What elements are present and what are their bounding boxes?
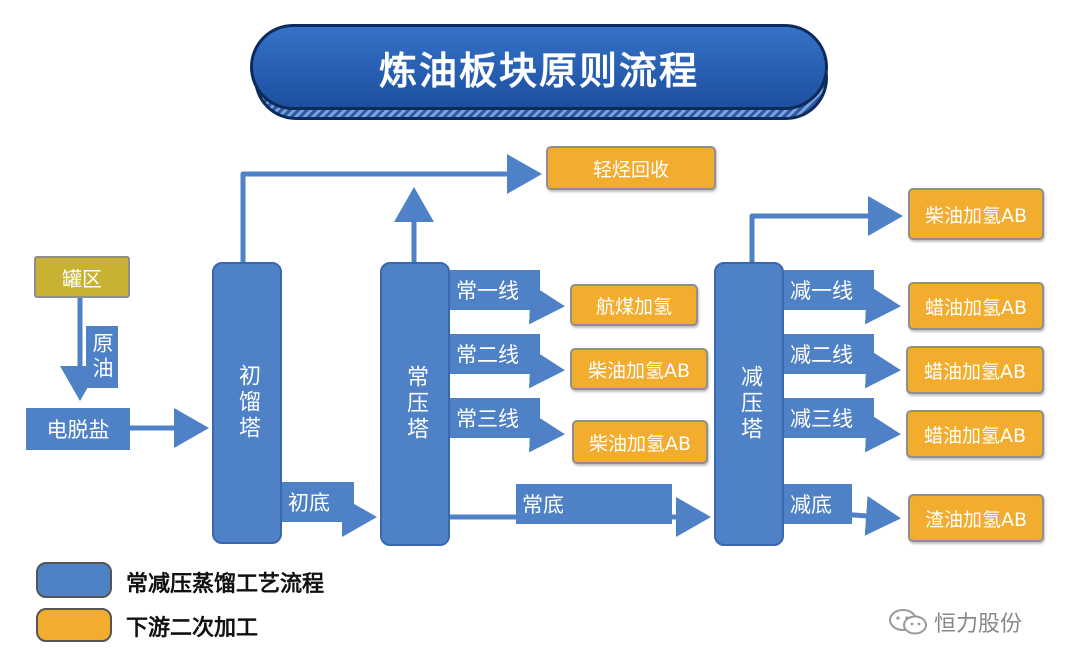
vac-line2-stream: 减二线 — [784, 334, 874, 374]
atm-line3-stream: 常三线 — [450, 398, 540, 438]
diesel-hydro-unit-b: 柴油加氢AB — [572, 420, 708, 464]
atm-line2-stream: 常二线 — [450, 334, 540, 374]
atmospheric-tower: 常压塔 — [380, 262, 450, 546]
light-hc-recovery-unit: 轻烃回收 — [546, 146, 716, 190]
residue-hydro-unit: 渣油加氢AB — [908, 494, 1044, 542]
desalter-box: 电脱盐 — [26, 408, 130, 450]
wechat-icon — [889, 609, 927, 635]
legend-label-blue: 常减压蒸馏工艺流程 — [126, 572, 325, 597]
crude-oil-label: 原油 — [86, 326, 118, 388]
atm-line1-stream: 常一线 — [450, 270, 540, 310]
atm-bottom-stream: 常底 — [516, 484, 672, 524]
diesel-hydro-unit-a: 柴油加氢AB — [570, 348, 708, 390]
initial-bottom-stream: 初底 — [282, 482, 354, 522]
vac-line3-stream: 减三线 — [784, 398, 874, 438]
wax-oil-hydro-unit-1: 蜡油加氢AB — [908, 282, 1044, 330]
legend-swatch-orange — [36, 608, 112, 642]
vac-bottom-stream: 减底 — [784, 484, 852, 524]
wax-oil-hydro-unit-2: 蜡油加氢AB — [906, 346, 1044, 394]
legend-swatch-blue — [36, 562, 112, 598]
page-title: 炼油板块原则流程 — [250, 24, 828, 110]
diesel-hydro-unit-vac: 柴油加氢AB — [908, 188, 1044, 240]
vac-line1-stream: 减一线 — [784, 270, 874, 310]
legend-label-orange: 下游二次加工 — [126, 616, 259, 641]
vacuum-tower: 减压塔 — [714, 262, 784, 546]
jet-fuel-hydro-unit: 航煤加氢 — [570, 284, 698, 326]
wax-oil-hydro-unit-3: 蜡油加氢AB — [906, 410, 1044, 458]
initial-distillation-tower: 初馏塔 — [212, 262, 282, 544]
watermark-text: 恒力股份 — [934, 612, 1023, 637]
tank-area-box: 罐区 — [34, 256, 130, 298]
watermark: 恒力股份 — [888, 606, 1022, 638]
